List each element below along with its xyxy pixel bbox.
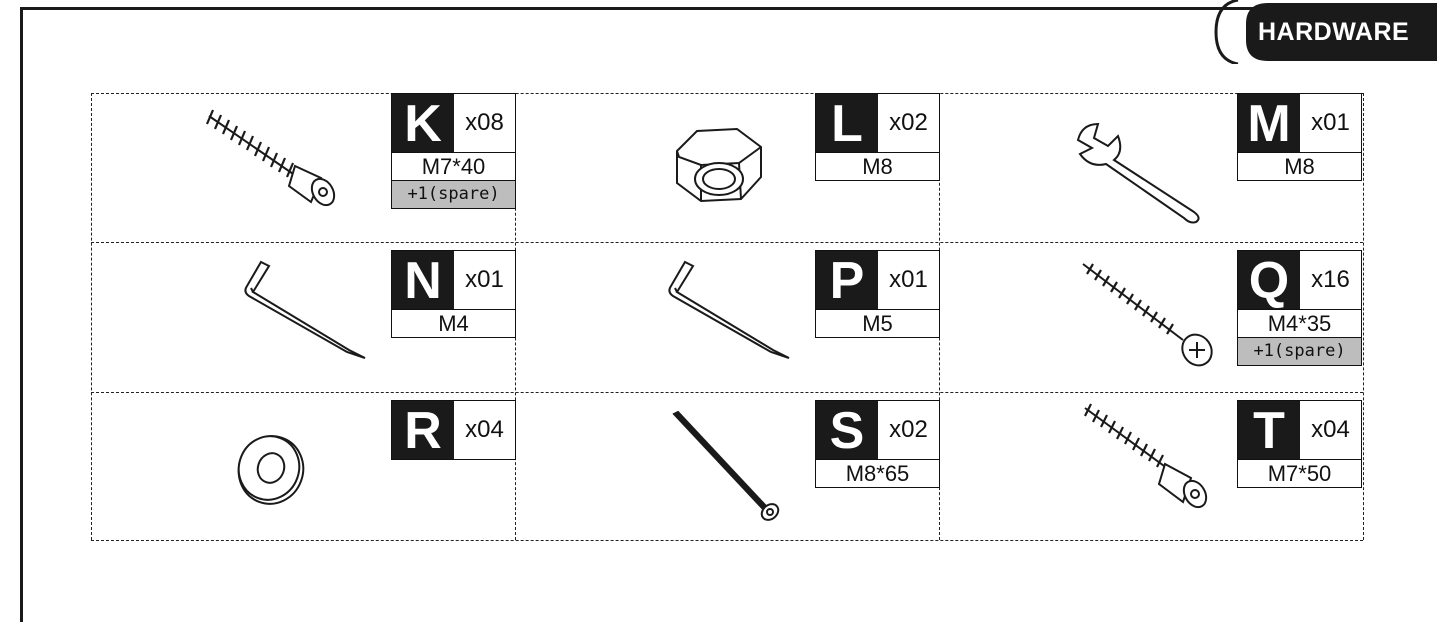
grid-line [91, 93, 92, 540]
cam-bolt-icon [205, 109, 336, 207]
section-title: HARDWARE [1258, 18, 1410, 46]
item-size: M4*35 [1237, 310, 1362, 338]
wrench-icon [1076, 122, 1200, 224]
item-tag: N x01 M4 [391, 250, 516, 338]
allen-key-icon [668, 260, 790, 359]
grid-line [1363, 93, 1364, 540]
cam-bolt-icon [1084, 403, 1208, 509]
item-quantity: x04 [1311, 416, 1350, 443]
item-spare: +1(spare) [1237, 338, 1362, 366]
item-quantity: x02 [889, 109, 928, 136]
grid-line [91, 93, 1363, 94]
hardware-item-p: P x01 M5 [515, 242, 940, 392]
long-bolt-icon [672, 410, 780, 521]
grid-line [91, 540, 1363, 541]
grid-line [91, 242, 1363, 243]
hardware-item-n: N x01 M4 [91, 242, 516, 392]
item-size: M7*40 [391, 153, 516, 181]
hardware-item-k: K x08 M7*40 +1(spare) [91, 93, 516, 242]
item-tag: T x04 M7*50 [1237, 400, 1362, 488]
item-tag: Q x16 M4*35 +1(spare) [1237, 250, 1362, 366]
item-letter: S [816, 401, 878, 460]
item-tag: P x01 M5 [815, 250, 940, 338]
hardware-item-l: L x02 M8 [515, 93, 940, 242]
item-size: M8 [1237, 153, 1362, 181]
item-tag: M x01 M8 [1237, 93, 1362, 181]
item-quantity: x01 [465, 266, 504, 293]
hardware-grid: K x08 M7*40 +1(spare) L x02 M8 [91, 93, 1364, 541]
item-letter: P [816, 251, 878, 310]
hex-nut-icon [676, 127, 762, 203]
wood-screw-icon [1082, 263, 1213, 367]
item-tag: K x08 M7*40 +1(spare) [391, 93, 516, 209]
item-size: M4 [391, 310, 516, 338]
hardware-item-r: R x04 [91, 392, 516, 540]
item-quantity: x01 [1311, 109, 1350, 136]
item-tag: R x04 [391, 400, 516, 460]
item-letter: K [392, 94, 454, 153]
item-letter: R [392, 401, 454, 460]
hardware-item-q: Q x16 M4*35 +1(spare) [939, 242, 1363, 392]
item-letter: Q [1238, 251, 1300, 310]
washer-icon [237, 435, 305, 505]
item-spare: +1(spare) [391, 181, 516, 209]
grid-line [91, 392, 1363, 393]
item-quantity: x02 [889, 416, 928, 443]
item-quantity: x08 [465, 109, 504, 136]
item-quantity: x04 [465, 416, 504, 443]
hardware-item-m: M x01 M8 [939, 93, 1363, 242]
item-size: M8 [815, 153, 940, 181]
item-letter: M [1238, 94, 1300, 153]
item-tag: S x02 M8*65 [815, 400, 940, 488]
section-tab [1214, 0, 1437, 64]
allen-key-icon [244, 260, 366, 359]
item-size: M7*50 [1237, 460, 1362, 488]
item-letter: N [392, 251, 454, 310]
item-size: M8*65 [815, 460, 940, 488]
item-tag: L x02 M8 [815, 93, 940, 181]
page-frame [20, 7, 1437, 622]
item-size: M5 [815, 310, 940, 338]
hardware-item-t: T x04 M7*50 [939, 392, 1363, 540]
item-letter: T [1238, 401, 1300, 460]
item-quantity: x01 [889, 266, 928, 293]
item-quantity: x16 [1311, 266, 1350, 293]
item-letter: L [816, 94, 878, 153]
hardware-item-s: S x02 M8*65 [515, 392, 940, 540]
